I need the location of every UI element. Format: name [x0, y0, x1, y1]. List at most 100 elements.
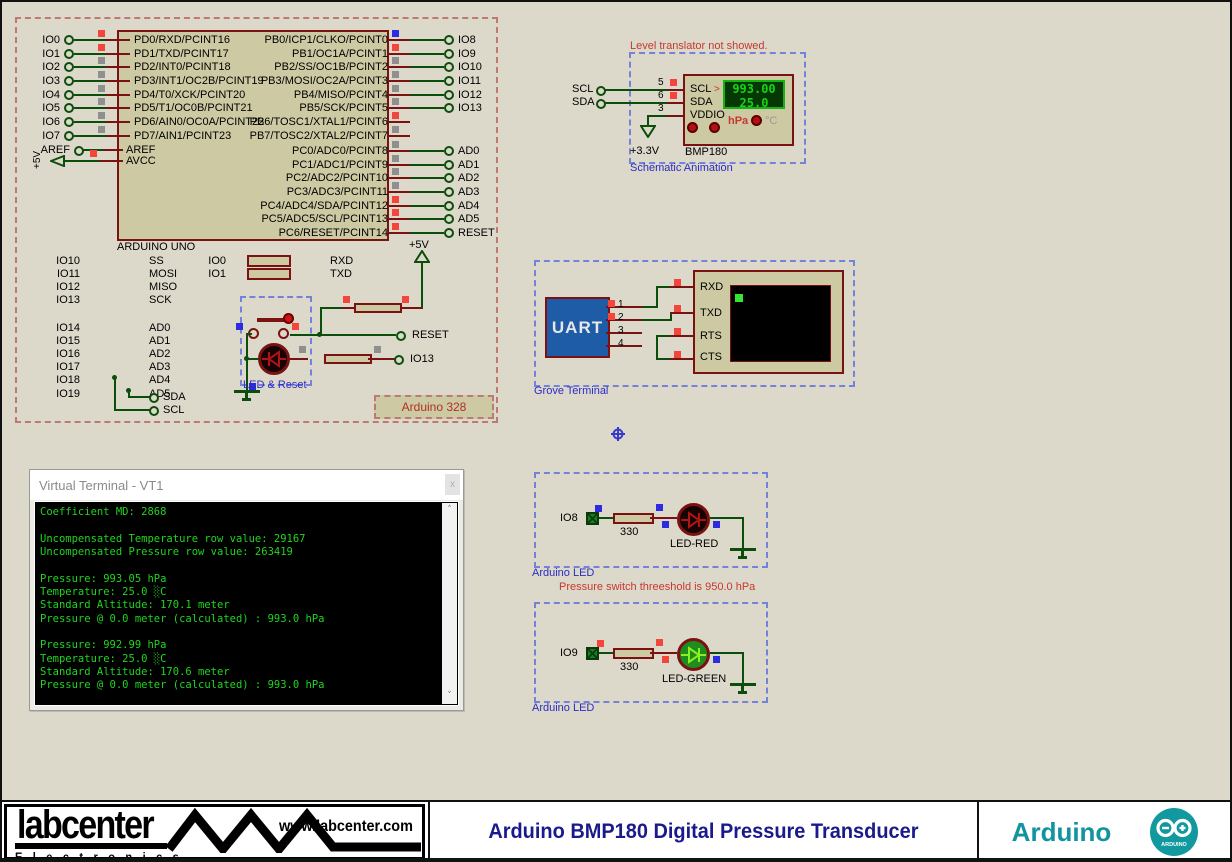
- chip-pin-row: IO3 PD3/INT1/OC2B/PCINT19: [30, 70, 370, 88]
- chip-right-pins-pb: PB0/ICP1/CLKO/PCINT0 IO8 PB1/OC1A/PCINT1…: [207, 29, 502, 143]
- chip-pin-label: PB1/OC1A/PCINT1: [292, 47, 388, 60]
- bmp-pin-sda: SDA: [690, 96, 713, 108]
- chip-pin-label: PB0/ICP1/CLKO/PCINT0: [264, 33, 389, 46]
- terminal-line: Uncompensated Pressure row value: 263419: [40, 546, 293, 559]
- screen-cursor: [735, 294, 743, 302]
- chip-pin-label: PD4/T0/XCK/PCINT20: [134, 88, 246, 101]
- chip-pin-row: IO2 PD2/INT0/PCINT18: [30, 57, 370, 74]
- arduino-328-label: Arduino 328: [401, 400, 467, 414]
- logic-state-marker: [392, 29, 399, 37]
- logic-state-marker: [674, 328, 681, 335]
- close-icon[interactable]: x: [445, 474, 460, 495]
- grove-terminal-caption: Grove Terminal: [534, 385, 609, 397]
- terminal-circle: [444, 145, 454, 156]
- bus-terminal-label: SS: [149, 254, 164, 267]
- scl-net-label: SCL: [572, 83, 594, 95]
- logic-state-marker: [392, 209, 399, 217]
- chip-pin-label: PC3/ADC3/PCINT11: [286, 185, 388, 198]
- term-pin-label: RXD: [700, 281, 724, 293]
- chip-pin-label: AREF: [126, 144, 156, 156]
- terminal-circle: [444, 214, 454, 225]
- resistor-330[interactable]: [613, 648, 654, 659]
- logic-state-marker: [98, 125, 105, 133]
- io9-terminal: [586, 647, 599, 660]
- reset-led[interactable]: [258, 343, 290, 375]
- terminal-line: Temperature: 25.0 ░C: [40, 586, 167, 599]
- chip-name-label: ARDUINO UNO: [117, 241, 196, 253]
- term-pin-label: CTS: [700, 351, 722, 363]
- pin-number: 6: [658, 90, 664, 101]
- io-terminal-label: IO4: [42, 88, 60, 101]
- chip-pin-row: PB0/ICP1/CLKO/PCINT0 IO8: [207, 29, 502, 47]
- led-green-device[interactable]: [677, 638, 710, 671]
- pullup-resistor[interactable]: [354, 303, 402, 313]
- chip-pin-row: PC0/ADC0/PCINT8 AD0: [207, 140, 502, 158]
- bus-terminal-label: AD4: [149, 374, 171, 387]
- io-terminal-label: IO18: [56, 374, 80, 387]
- wire-row: IO15 AD1: [48, 334, 170, 347]
- logic-state-marker: [662, 521, 669, 528]
- arduino-wordmark: Arduino: [1011, 816, 1112, 847]
- avcc-power-label: +5V: [32, 150, 43, 169]
- uart-device[interactable]: UART: [545, 297, 610, 358]
- bmp-button-up[interactable]: [687, 122, 698, 133]
- logic-state-marker: [98, 43, 105, 51]
- series-resistor[interactable]: [247, 254, 291, 267]
- virtual-terminal-window: Virtual Terminal - VT1 x Coefficient MD:…: [29, 469, 464, 711]
- power-arrow-down-icon: [640, 125, 656, 138]
- chip-pin-label: PB4/MISO/PCINT4: [293, 88, 388, 101]
- diode-glyph-icon: [681, 511, 706, 529]
- scroll-up-icon[interactable]: ˄: [442, 503, 457, 518]
- io8-terminal: [586, 512, 599, 525]
- io-terminal-label: AD3: [458, 185, 480, 198]
- push-button-actuator[interactable]: [283, 313, 294, 324]
- logic-state-marker: [608, 313, 615, 320]
- scrollbar[interactable]: ˄ ˅: [442, 503, 457, 704]
- terminal-circle: [444, 227, 454, 238]
- led-green-label: LED-GREEN: [662, 673, 727, 685]
- window-titlebar[interactable]: Virtual Terminal - VT1 x: [30, 470, 463, 500]
- bus-terminal-label: AD3: [149, 361, 171, 374]
- arduino-uno-chip[interactable]: [117, 30, 389, 241]
- arduino-led-green-group: [534, 602, 768, 703]
- waveform-zigzag-icon: [165, 807, 421, 853]
- led-reset-caption: LED & Reset: [243, 379, 307, 391]
- bmp-unit-button[interactable]: [751, 115, 762, 126]
- io-terminal-label: IO5: [42, 102, 60, 115]
- io13-resistor[interactable]: [324, 354, 372, 364]
- wire-row: IO16 AD2: [48, 347, 170, 360]
- terminal-circle: [149, 406, 159, 416]
- arduino-led-caption: Arduino LED: [532, 567, 595, 579]
- led-red-device[interactable]: [677, 503, 710, 536]
- resistor-330[interactable]: [613, 513, 654, 524]
- logic-state-marker: [392, 181, 399, 189]
- logic-state-marker: [343, 296, 350, 303]
- bus-terminal-label: MISO: [149, 280, 178, 293]
- logic-state-marker: [98, 57, 105, 65]
- logic-state-marker: [670, 79, 677, 86]
- io-terminal-label: AD0: [458, 144, 480, 157]
- io-terminal-label: AD2: [458, 172, 480, 185]
- bmp180-group: [629, 52, 806, 164]
- arduino-328-namebox: Arduino 328: [374, 395, 494, 419]
- terminal-line: [40, 626, 438, 639]
- io-terminal-label: IO19: [56, 387, 80, 400]
- terminal-circle: [596, 86, 606, 96]
- bmp-button-down[interactable]: [709, 122, 720, 133]
- scroll-down-icon[interactable]: ˅: [442, 689, 457, 704]
- resistor-value: 330: [620, 661, 639, 673]
- bus-terminal-label: AD0: [149, 321, 171, 334]
- arduino-led-red-group: [534, 472, 768, 568]
- resistor-value: 330: [620, 526, 639, 538]
- chip-pin-label: PC0/ADC0/PCINT8: [292, 144, 388, 157]
- io-terminal-label: IO12: [56, 280, 80, 293]
- uart-pin-number: 2: [618, 312, 624, 323]
- logic-state-marker: [392, 140, 399, 148]
- chip-pin-label: PC4/ADC4/SDA/PCINT12: [260, 199, 388, 212]
- labcenter-logo: labcenter E l e c t r o n i c s www.labc…: [4, 803, 425, 860]
- bus-terminal-label: RXD: [330, 254, 354, 267]
- logic-state-marker: [90, 150, 97, 157]
- series-resistor[interactable]: [247, 267, 291, 280]
- wire-row: IO10 SS: [48, 254, 177, 267]
